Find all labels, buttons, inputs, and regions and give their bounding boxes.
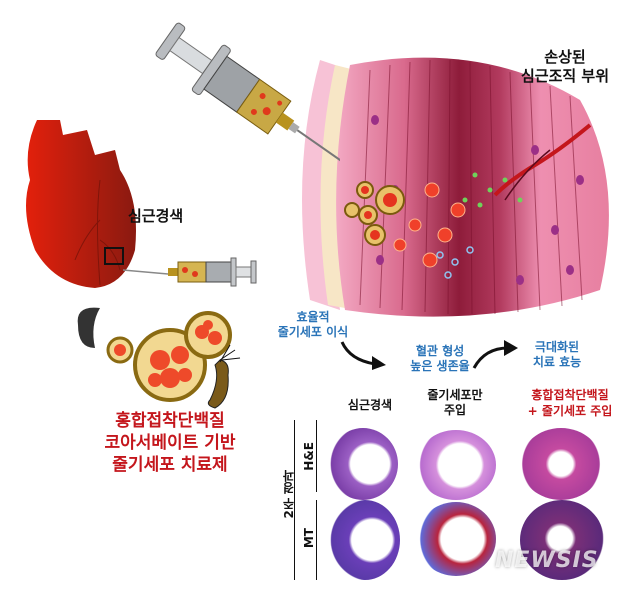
infarction-label: 심근경색 (128, 207, 184, 225)
syringe-large-icon (155, 22, 340, 166)
column-header-stemcell-only: 줄기세포만 주입 (427, 388, 483, 417)
mt-infarction-section (330, 500, 400, 580)
mt-stemcell-section (416, 502, 496, 576)
coacervate-mussel-illustration (77, 307, 241, 409)
mt-combined-section (520, 500, 604, 580)
damaged-site-label: 손상된 심근조직 부위 (520, 48, 610, 85)
column-header-combined: 홍합접착단백질 + 줄기세포 주입 (527, 388, 613, 418)
syringe-small-icon (123, 257, 257, 287)
step3-label: 극대화된 치료 효능 (532, 340, 582, 369)
arrow-icon (472, 340, 518, 369)
therapy-title: 홍합접착단백질 코아서베이트 기반 줄기세포 치료제 (104, 411, 236, 476)
row-label-he: H&E (302, 442, 316, 471)
damaged-myocardium-illustration (302, 57, 609, 317)
row-divider-he (316, 420, 317, 492)
row-group-divider (294, 420, 295, 580)
row-divider-mt (316, 500, 317, 580)
he-stemcell-section (416, 430, 496, 500)
step1-label: 효율적 줄기세포 이식 (277, 310, 349, 339)
newsis-watermark: NEWSIS (495, 548, 599, 573)
row-group-label: 2주 경과 (282, 470, 296, 519)
he-infarction-section (328, 428, 398, 500)
he-combined-section (520, 428, 602, 500)
row-label-mt: MT (302, 528, 316, 549)
heart-illustration (26, 120, 136, 288)
step2-label: 혈관 형성 높은 생존율 (410, 344, 470, 373)
column-header-infarction: 심근경색 (347, 398, 393, 412)
arrow-icon (340, 341, 386, 370)
